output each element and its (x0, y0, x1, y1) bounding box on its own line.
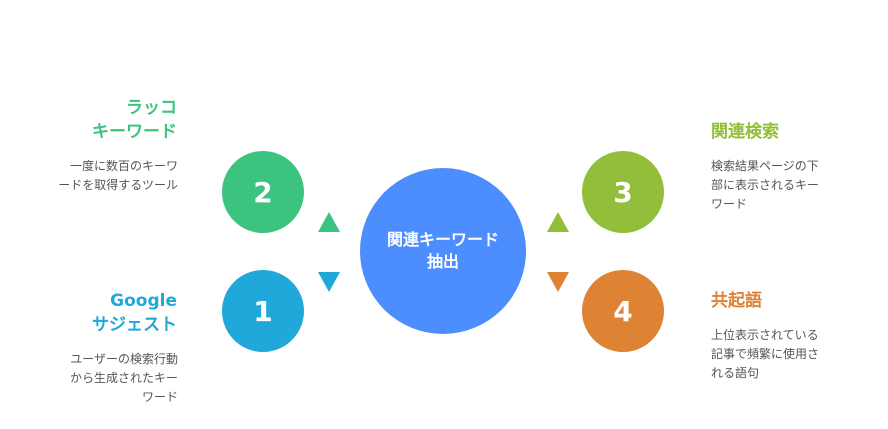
item-4-title: 共起語 (711, 291, 762, 311)
center-circle: 関連キーワード 抽出 (360, 168, 526, 334)
item-1-title: Google サジェスト (92, 291, 177, 335)
item-4-description: 上位表示されている 記事で頻繁に使用さ れる語句 (711, 328, 820, 380)
item-4-arrow-down (547, 272, 569, 292)
item-4-number-circle: 4 (582, 270, 664, 352)
item-3-arrow-up (547, 212, 569, 232)
item-2-description: 一度に数百のキーワ ードを取得するツール (58, 159, 178, 192)
item-1-description: ユーザーの検索行動 から生成されたキー ワード (69, 352, 178, 404)
item-1-number-circle: 1 (222, 270, 304, 352)
item-2-arrow-up (318, 212, 340, 232)
item-2-number-circle: 2 (222, 151, 304, 233)
item-2-title: ラッコ キーワード (92, 98, 177, 142)
item-3-title: 関連検索 (711, 122, 779, 142)
item-3-number-circle: 3 (582, 151, 664, 233)
item-3-description: 検索結果ページの下 部に表示されるキー ワード (711, 159, 820, 211)
center-label-line-1: 関連キーワード (386, 230, 499, 249)
item-1-arrow-down (318, 272, 340, 292)
center-label-line-2: 抽出 (426, 252, 459, 271)
